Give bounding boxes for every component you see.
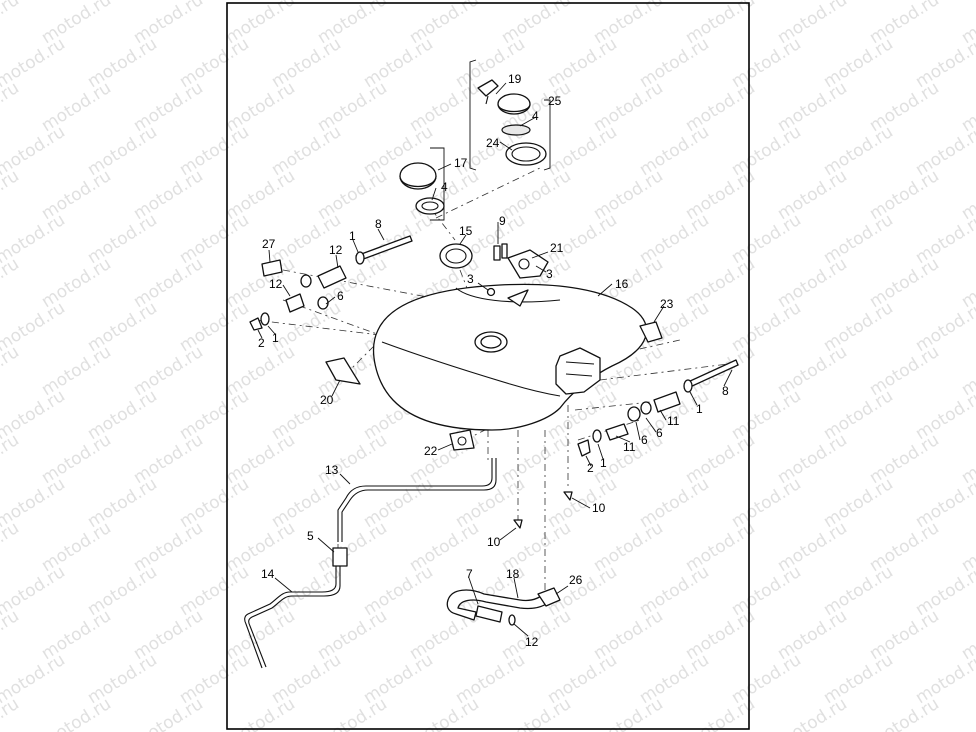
- callout-26: 26: [569, 573, 583, 587]
- callout-1: 1: [272, 331, 279, 345]
- callout-23: 23: [660, 297, 674, 311]
- watermark-text: motod.ru: [0, 254, 23, 312]
- callout-labels: 19 25 4 24 17 4 8 9 15 21 27 12 1 3 3 16…: [258, 72, 729, 649]
- callout-2: 2: [258, 336, 265, 350]
- watermark-text: motod.ru: [590, 694, 667, 732]
- callout-2: 2: [587, 461, 594, 475]
- diagram-frame: [226, 2, 750, 730]
- watermark-text: motod.ru: [0, 166, 23, 224]
- callout-11: 11: [667, 414, 680, 428]
- callout-9: 9: [499, 214, 506, 228]
- watermark-text: motod.ru: [0, 694, 23, 732]
- callout-8: 8: [722, 384, 729, 398]
- watermark-text: motod.ru: [38, 694, 115, 732]
- callout-17: 17: [454, 156, 468, 170]
- callout-3: 3: [467, 272, 474, 286]
- callout-4: 4: [532, 109, 539, 123]
- callout-19: 19: [508, 72, 522, 86]
- brackets: [325, 243, 663, 451]
- right-mount-hardware: [513, 359, 739, 529]
- callout-22: 22: [424, 444, 438, 458]
- callout-18: 18: [506, 567, 520, 581]
- callout-11: 11: [623, 440, 636, 454]
- callout-1: 1: [696, 402, 703, 416]
- watermark-text: motod.ru: [0, 518, 23, 576]
- callout-20: 20: [320, 393, 334, 407]
- callout-5: 5: [307, 529, 314, 543]
- watermark-text: motod.ru: [866, 694, 943, 732]
- callout-15: 15: [459, 224, 473, 238]
- watermark-text: motod.ru: [498, 694, 575, 732]
- callout-24: 24: [486, 136, 500, 150]
- watermark-text: motod.ru: [314, 694, 391, 732]
- fuel-lines: [244, 458, 561, 669]
- callout-7: 7: [466, 567, 473, 581]
- watermark-text: motod.ru: [0, 78, 23, 136]
- watermark-text: motod.ru: [774, 694, 851, 732]
- callout-16: 16: [615, 277, 629, 291]
- callout-8: 8: [375, 217, 382, 231]
- callout-3: 3: [546, 267, 553, 281]
- callout-13: 13: [325, 463, 339, 477]
- watermark-text: motod.ru: [682, 694, 759, 732]
- callout-12: 12: [329, 243, 343, 257]
- callout-21: 21: [550, 241, 564, 255]
- callout-14: 14: [261, 567, 275, 581]
- callout-10: 10: [592, 501, 606, 515]
- callout-4: 4: [441, 180, 448, 194]
- callout-6: 6: [337, 289, 344, 303]
- callout-12: 12: [525, 635, 539, 649]
- watermark-text: motod.ru: [406, 694, 483, 732]
- callout-25: 25: [548, 94, 562, 108]
- left-mount-hardware: [249, 235, 413, 331]
- watermark-text: motod.ru: [0, 342, 23, 400]
- watermark-text: motod.ru: [958, 694, 976, 732]
- fuel-tank: [373, 283, 648, 431]
- callout-6: 6: [656, 426, 663, 440]
- callout-1: 1: [349, 229, 356, 243]
- callout-1: 1: [600, 456, 607, 470]
- watermark-text: motod.ru: [222, 694, 299, 732]
- leader-lines: [257, 82, 733, 637]
- callout-10: 10: [487, 535, 501, 549]
- callout-6: 6: [641, 433, 648, 447]
- watermark-text: motod.ru: [130, 694, 207, 732]
- callout-12: 12: [269, 277, 283, 291]
- callout-27: 27: [262, 237, 276, 251]
- watermark-text: motod.ru: [0, 0, 23, 48]
- watermark-text: motod.ru: [0, 430, 23, 488]
- fuel-cap-assembly: [399, 59, 551, 269]
- watermark-text: motod.ru: [0, 606, 23, 664]
